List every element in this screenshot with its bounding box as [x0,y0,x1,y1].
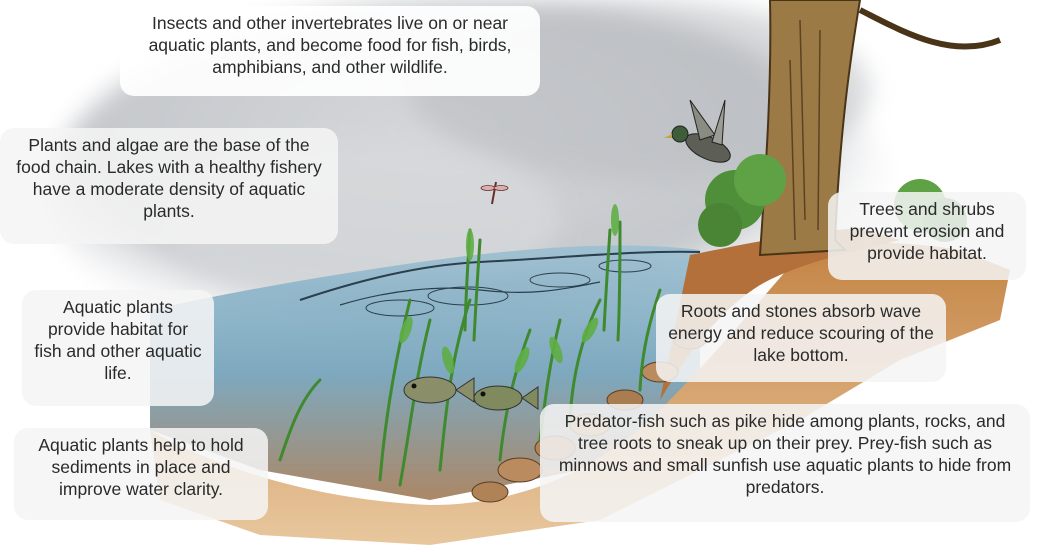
label-trees-shrubs: Trees and shrubs prevent erosion and pro… [828,192,1026,280]
label-sediment-clarity: Aquatic plants help to hold sediments in… [14,428,268,520]
label-habitat-for-fish: Aquatic plants provide habitat for fish … [22,290,214,406]
label-food-chain-base: Plants and algae are the base of the foo… [0,128,338,244]
label-predator-prey-fish: Predator-fish such as pike hide among pl… [540,404,1030,522]
label-roots-stones: Roots and stones absorb wave energy and … [656,294,946,382]
label-insects: Insects and other invertebrates live on … [120,6,540,96]
